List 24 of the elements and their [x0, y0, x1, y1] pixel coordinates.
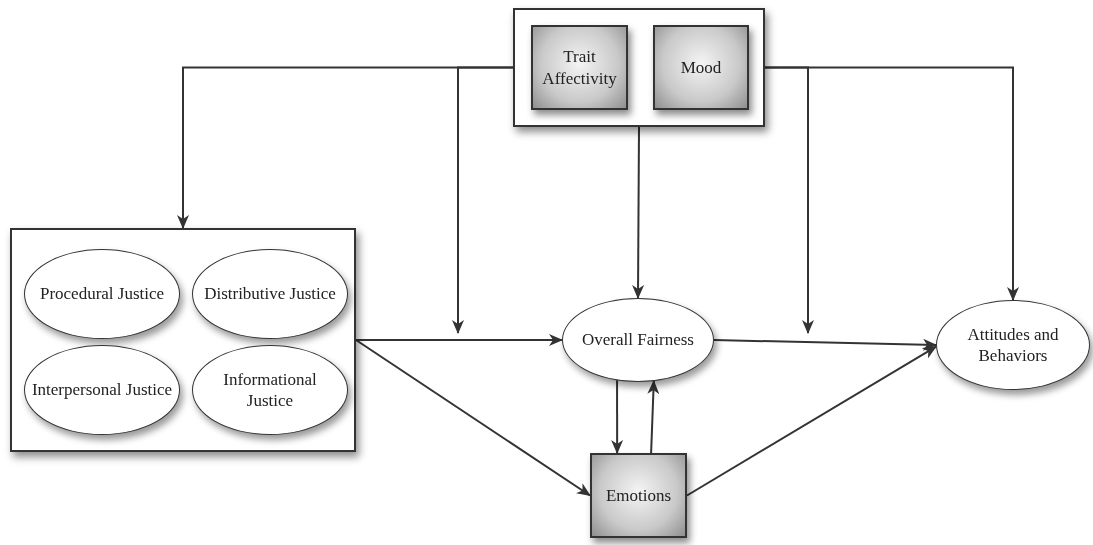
- shaded-box: [653, 25, 749, 110]
- arrow: [452, 66, 514, 334]
- oval-node: [192, 345, 348, 435]
- node-label: Informational Justice: [222, 368, 318, 412]
- arrow: [764, 66, 1019, 301]
- shaded-box: [531, 25, 628, 110]
- node-label: Emotions: [604, 484, 673, 507]
- arrow: [355, 334, 563, 346]
- group-box: [10, 228, 356, 452]
- arrow: [713, 338, 937, 351]
- shaded-box: [590, 453, 687, 538]
- arrow: [647, 380, 660, 454]
- oval-node: [24, 345, 180, 435]
- node-label: Procedural Justice: [38, 283, 166, 305]
- node-label: Attitudes and Behaviors: [966, 323, 1060, 367]
- node-label: Distributive Justice: [203, 283, 337, 305]
- group-box: [513, 8, 765, 127]
- arrow: [632, 126, 645, 299]
- node-label: Interpersonal Justice: [30, 379, 174, 401]
- node-label: Overall Fairness: [581, 329, 695, 351]
- arrow: [686, 345, 938, 497]
- node-label: Mood: [679, 56, 723, 79]
- arrow: [355, 339, 591, 497]
- node-label: Trait Affectivity: [541, 46, 618, 89]
